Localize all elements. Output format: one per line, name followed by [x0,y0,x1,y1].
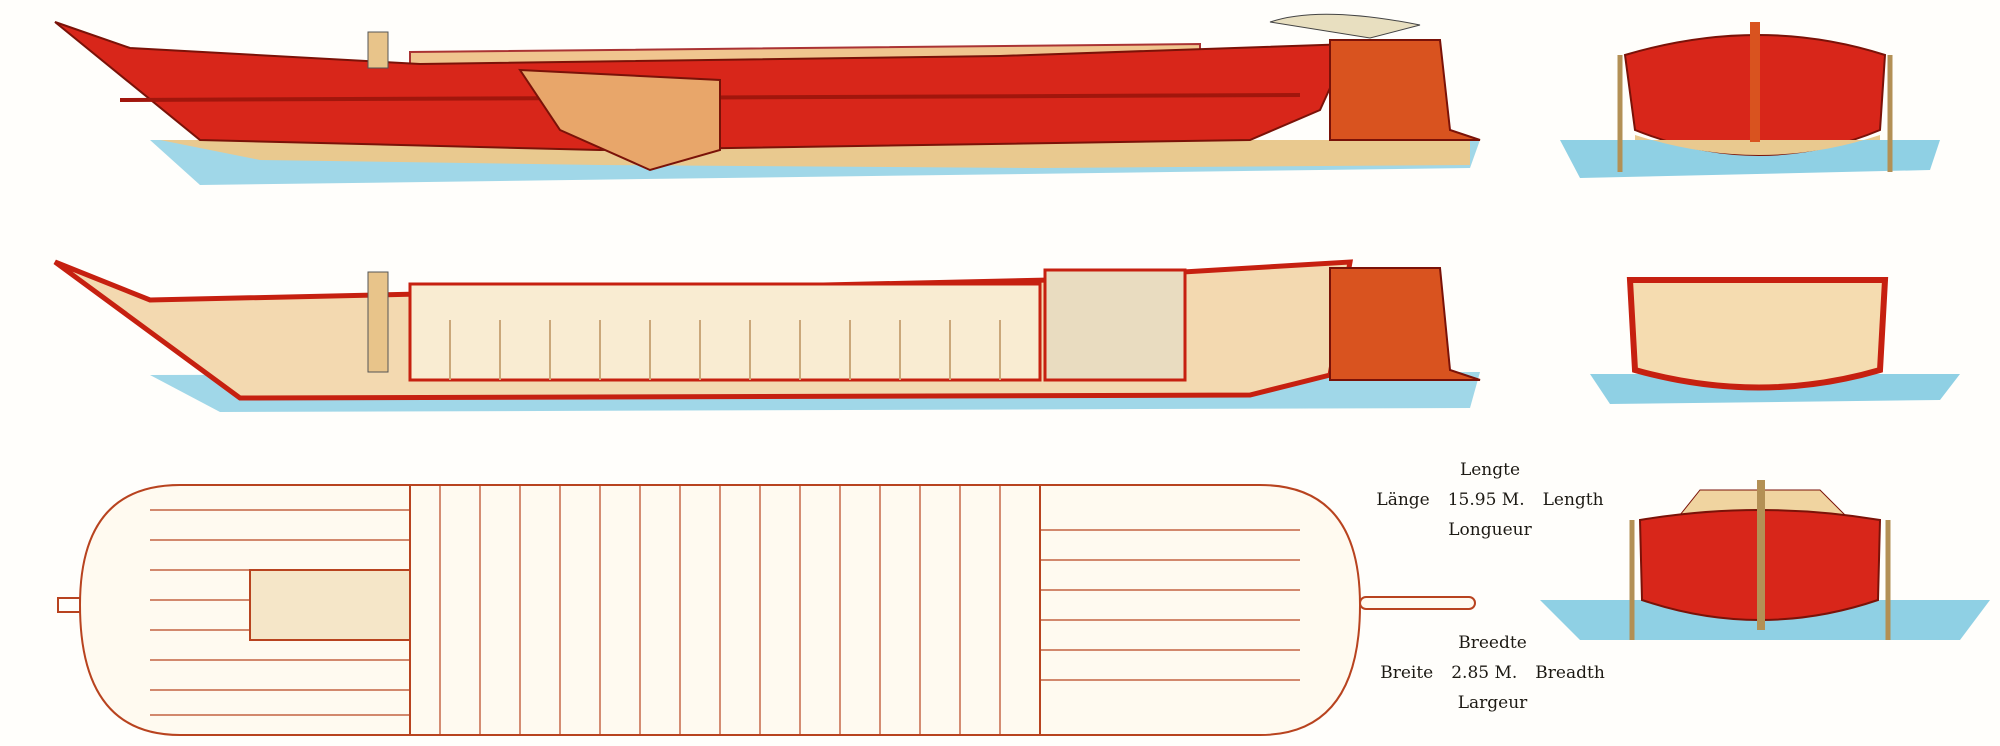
cross-sections [1540,22,1990,640]
mast-stub [367,31,389,69]
length-value: 15.95 M. [1447,490,1525,510]
breadth-dimension: Breedte Breite 2.85 M. Breadth Largeur [1375,633,1610,713]
breadth-dutch: Breedte [1458,633,1527,653]
breadth-english: Breadth [1535,663,1605,683]
breadth-french: Largeur [1457,693,1528,713]
breadth-german: Breite [1380,663,1434,683]
length-german: Länge [1376,490,1430,510]
length-dutch: Lengte [1459,460,1521,480]
rudder [1329,39,1481,141]
tiller [1269,13,1421,39]
deck-plan [57,484,1476,736]
side-elevation [54,13,1481,185]
length-english: Length [1542,490,1604,510]
longitudinal-section [53,259,1481,412]
breadth-value: 2.85 M. [1451,663,1518,683]
length-dimension: Lengte Länge 15.95 M. Length Longueur [1375,460,1605,540]
length-french: Longueur [1448,520,1532,540]
leeboard [518,68,721,172]
